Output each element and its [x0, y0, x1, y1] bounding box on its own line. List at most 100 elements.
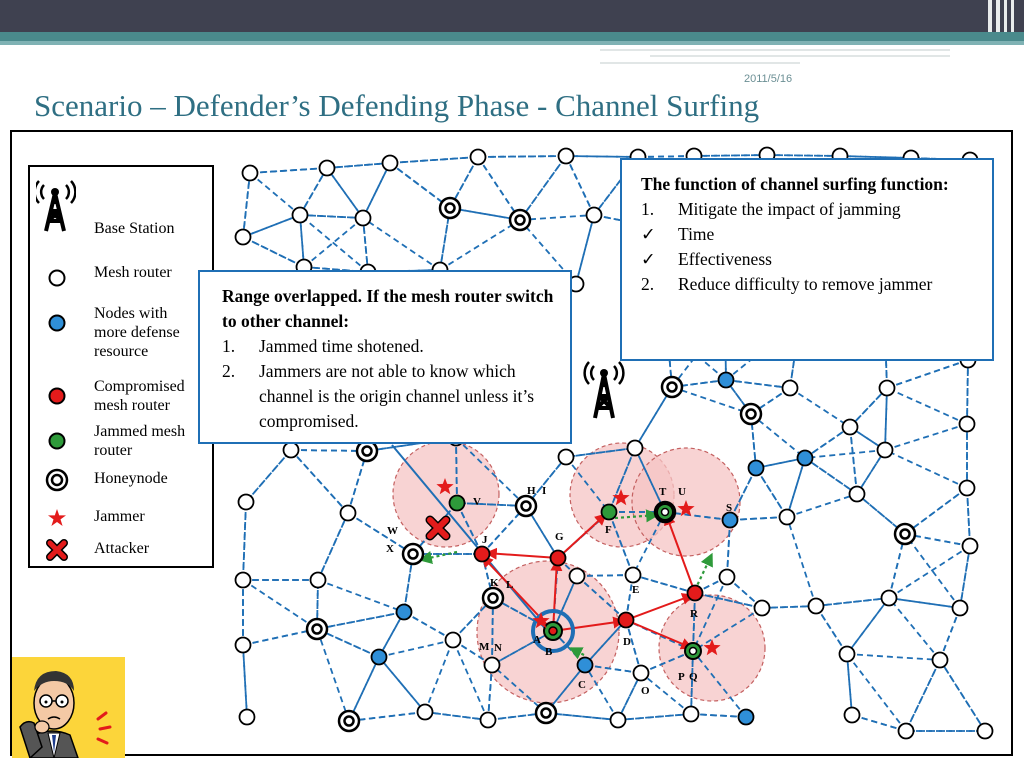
node-label-v: V [473, 496, 481, 508]
mesh-link [625, 619, 642, 674]
list-text: Mitigate the impact of jamming [678, 199, 901, 219]
header-accent-band-light [0, 41, 1024, 45]
header-stripe [996, 0, 1000, 45]
attack-arrow [550, 558, 563, 632]
mesh-link [637, 155, 695, 158]
mesh-link [729, 516, 788, 521]
mesh-link [326, 167, 364, 219]
node-label-u: U [678, 486, 686, 498]
channel-switch-arrow [418, 550, 458, 564]
mesh-link [849, 387, 888, 428]
mesh-link [456, 502, 527, 507]
mesh-link [290, 449, 368, 452]
mesh-router [483, 656, 501, 674]
mesh-link [905, 659, 941, 732]
defense-node [370, 648, 388, 666]
mesh-router [778, 508, 796, 526]
mesh-link [565, 155, 595, 216]
jammer-star-icon [703, 639, 721, 656]
header-stripe [1011, 0, 1014, 45]
mesh-link [326, 162, 391, 169]
list-text: Jammers are not able to know which chann… [259, 361, 535, 431]
mesh-link [625, 619, 642, 674]
mesh-link [690, 713, 747, 718]
mesh-link [726, 576, 763, 609]
mesh-router [234, 636, 252, 654]
compromised-router [549, 549, 567, 567]
mesh-link [846, 653, 941, 661]
node-label-k: K [490, 577, 499, 589]
node-label-r: R [690, 608, 699, 620]
jammer-star-icon [532, 612, 550, 629]
mesh-router [479, 711, 497, 729]
mesh-link [846, 653, 907, 732]
compromised-router [617, 611, 635, 629]
mesh-link [242, 628, 318, 646]
mesh-link [303, 217, 364, 268]
mesh-link [487, 664, 493, 721]
mesh-router [880, 589, 898, 607]
list-marker: 1. [222, 336, 236, 356]
mesh-link [671, 379, 727, 388]
mesh-link [750, 413, 806, 459]
mesh-link [299, 214, 369, 273]
legend-label: Honeynode [94, 470, 168, 487]
mesh-link [692, 650, 747, 718]
mesh-link [545, 712, 619, 721]
legend-item-honeynode: Honeynode [30, 465, 214, 495]
attack-arrow [552, 616, 626, 632]
mesh-router [237, 493, 255, 511]
legend-label: Compromised mesh router [94, 378, 185, 414]
mesh-router [238, 708, 256, 726]
mesh-link [671, 386, 752, 415]
mesh-link [634, 386, 673, 449]
list-item: ✓Effectiveness [641, 247, 976, 272]
header-accent-band [0, 32, 1024, 41]
mesh-router [318, 159, 336, 177]
mesh-router [381, 154, 399, 172]
mesh-router [958, 479, 976, 497]
honeynode-core [361, 445, 373, 457]
mesh-link [608, 447, 636, 513]
mesh-link [455, 437, 458, 504]
mesh-router [609, 711, 627, 729]
mesh-router [838, 645, 856, 663]
mesh-link [617, 672, 642, 721]
defense-node [796, 449, 814, 467]
mesh-link [804, 457, 858, 495]
mesh-link [815, 605, 848, 655]
node-label-i: I [542, 485, 546, 497]
mesh-router [807, 597, 825, 615]
mesh-link [348, 711, 426, 722]
mesh-link [565, 447, 636, 458]
attack-arrow [625, 593, 695, 621]
mesh-link [856, 449, 886, 495]
attacker-entry-highlight [531, 609, 575, 653]
mesh-link [245, 449, 292, 503]
mesh-link [403, 611, 454, 641]
mesh-link [565, 456, 610, 513]
list-text: Jammed time shotened. [259, 336, 424, 356]
mesh-link [884, 449, 968, 489]
mesh-router [632, 664, 650, 682]
jammer-star-icon [436, 478, 454, 495]
mesh-link [575, 214, 595, 285]
mesh-link [617, 672, 642, 721]
mesh-link [362, 217, 369, 273]
jammed-honeynode-core [548, 626, 558, 636]
list-item: 2.Jammers are not able to know which cha… [222, 359, 556, 434]
mesh-link [584, 664, 619, 721]
node-label-b: B [545, 646, 553, 658]
mesh-link [692, 607, 763, 652]
list-item: 1. Jammed time shotened. [222, 334, 556, 359]
mesh-link [849, 426, 858, 495]
legend: Base Station Mesh router Nodes with more… [28, 165, 214, 568]
mesh-link [640, 672, 692, 715]
mesh-link [299, 214, 364, 219]
channel-switch-arrow [614, 509, 660, 523]
list-item: 2.Reduce difficulty to remove jammer [641, 272, 976, 297]
mesh-router [354, 209, 372, 227]
header-decoration [600, 45, 950, 70]
mesh-router [961, 537, 979, 555]
